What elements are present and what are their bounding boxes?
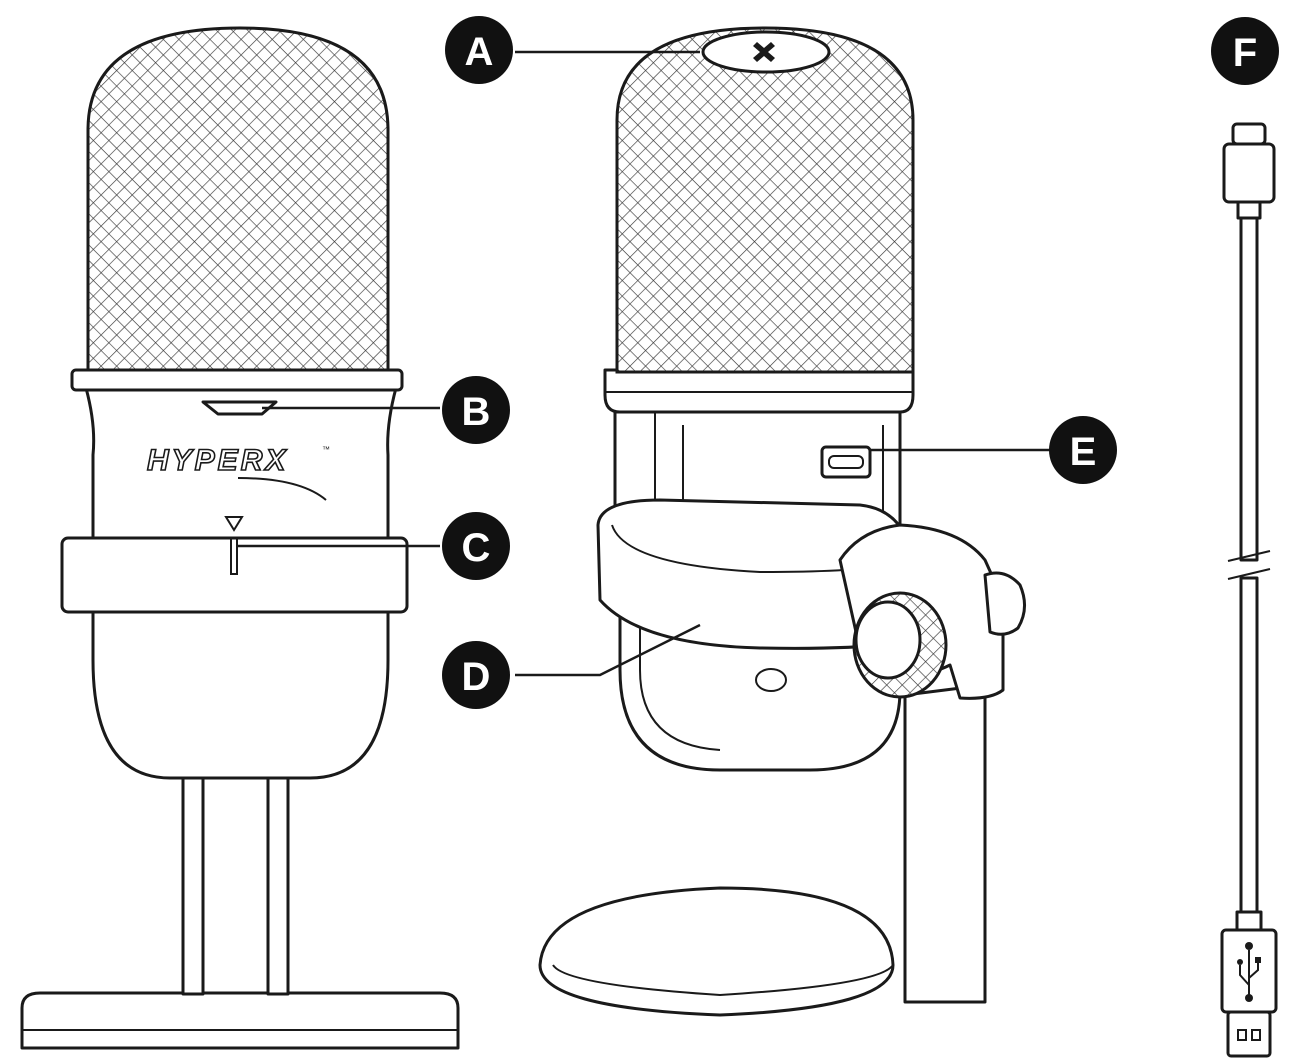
callout-a: A bbox=[445, 16, 513, 84]
front-stand-leg-right bbox=[266, 776, 290, 996]
svg-text:C: C bbox=[462, 526, 491, 570]
usb-c-connector-housing bbox=[1222, 142, 1276, 204]
hyperx-logo: HYPERX bbox=[147, 444, 288, 477]
usb-c-port bbox=[820, 445, 872, 479]
gain-indicator-triangle bbox=[224, 516, 244, 532]
cable-lower bbox=[1239, 576, 1259, 914]
side-stand-column bbox=[903, 683, 987, 1004]
cable-upper bbox=[1239, 216, 1259, 562]
front-mesh-grille bbox=[86, 26, 390, 372]
svg-text:E: E bbox=[1070, 430, 1097, 474]
callout-d: D bbox=[442, 641, 510, 709]
svg-text:D: D bbox=[462, 655, 491, 699]
usb-a-connector-plug bbox=[1226, 1010, 1272, 1058]
front-lower-body bbox=[91, 610, 390, 780]
callout-c: C bbox=[442, 512, 510, 580]
callout-e: E bbox=[1049, 416, 1117, 484]
leader-d bbox=[515, 623, 701, 677]
side-mesh-grille bbox=[615, 26, 915, 374]
usb-symbol-icon bbox=[1237, 942, 1261, 1002]
side-view-microphone bbox=[538, 26, 1026, 1017]
side-mount-hole-lower bbox=[755, 668, 787, 692]
callout-b: B bbox=[442, 376, 510, 444]
hyperx-top-icon bbox=[753, 42, 775, 62]
callout-f: F bbox=[1211, 17, 1279, 85]
hinge-side-cap bbox=[983, 571, 1026, 636]
svg-text:A: A bbox=[465, 30, 494, 74]
gain-ring-marker bbox=[230, 537, 238, 575]
mute-sensor bbox=[201, 400, 278, 416]
front-stand-leg-left bbox=[181, 776, 205, 996]
leader-lines bbox=[237, 50, 1050, 677]
front-collar bbox=[70, 368, 404, 392]
front-base bbox=[20, 991, 460, 1050]
usb-c-connector-tip bbox=[1231, 122, 1267, 146]
hyperx-trademark: ™ bbox=[322, 445, 330, 454]
svg-text:B: B bbox=[462, 390, 491, 434]
svg-text:F: F bbox=[1233, 31, 1257, 75]
front-view-microphone: HYPERX ™ bbox=[20, 26, 460, 1050]
usb-cable bbox=[1220, 122, 1278, 1058]
side-lower-body bbox=[618, 610, 902, 772]
side-base bbox=[538, 886, 895, 1017]
